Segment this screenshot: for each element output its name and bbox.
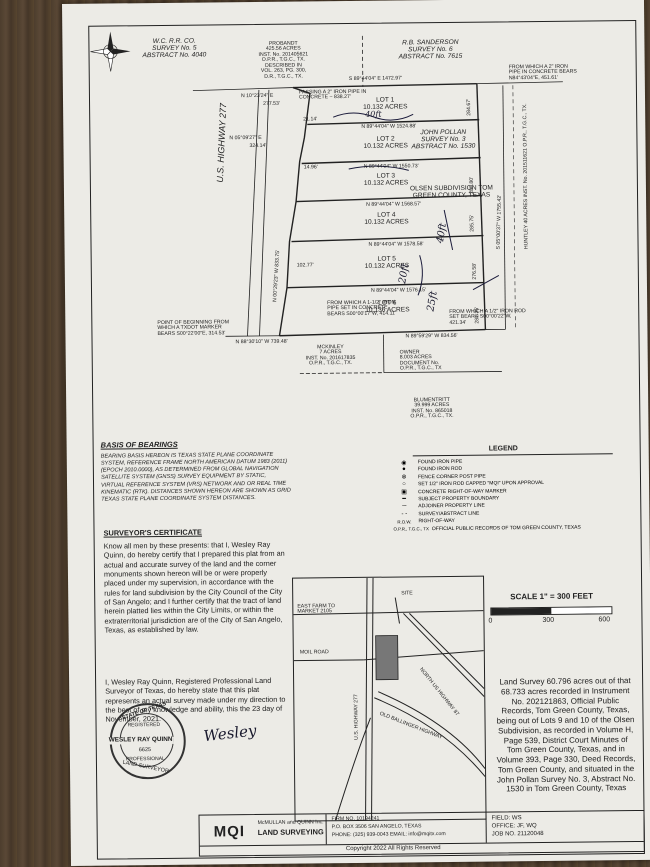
plat-drawing (192, 35, 563, 374)
bearing-l4: N 89°44'04" W 1568.57' (366, 201, 422, 208)
pipe-note-left: FROM WHICH A 1-1/2" IRON PIPE SET IN CON… (327, 299, 396, 318)
bearing-b1-dist: 277.53' (263, 100, 280, 107)
north-arrow-icon (90, 31, 131, 72)
handwriting-1: 40ft (365, 109, 382, 119)
beginning-note: POINT OF BEGINNING FROM WHICH A TXDOT MA… (157, 319, 230, 337)
vicinity-road-fm2105: EAST FARM TO MARKET 2105 (297, 603, 336, 616)
legend-title: LEGEND (488, 445, 518, 453)
bearing-l3: N 89°44'04" W 1550.73' (363, 163, 419, 170)
company-name: LAND SURVEYING (257, 827, 324, 837)
bearing-b2: N 05°09'27" E (229, 134, 262, 142)
office-crew: OFFICE: JF, WQ (491, 823, 537, 830)
vicinity-road-moil: MOIL ROAD (299, 649, 329, 656)
bearing-d1: 21.14' (303, 116, 318, 123)
basis-text: BEARING BASIS HEREON IS TEXAS STATE PLAN… (100, 451, 291, 503)
bearing-l6: N 89°44'04" W 1576.15' (370, 287, 426, 294)
basis-title: BASIS OF BEARINGS (100, 439, 178, 450)
rod-note-right: FROM WHICH A 1/2" IRON ROD SET BEARS S00… (449, 308, 526, 326)
bearing-d2: 14.96' (303, 164, 318, 171)
dist-e4: 276.58' (471, 262, 478, 280)
copyright: Copyright 2022 All Rights Reserved (345, 845, 441, 853)
mqi-logo: MQI (213, 823, 246, 841)
bearing-top: S 89°44'04" E 1472.97' (348, 75, 403, 83)
scale-label: SCALE 1" = 300 FEET (510, 591, 593, 602)
bearing-l5: N 89°44'04" W 1578.58' (368, 241, 424, 248)
vicinity-site: SITE (401, 590, 413, 597)
dist-e1: 284.67' (466, 98, 473, 116)
dist-e3: 285.75' (469, 214, 476, 232)
vicinity-road-hwy277: U.S. HIGHWAY 277 (353, 694, 360, 740)
bearing-d3: 102.77' (296, 262, 314, 269)
seal-registered: REGISTERED (127, 722, 161, 729)
seal-name: WESLEY RAY QUINN (107, 735, 174, 745)
title-block: MQI McMULLAN and QUINN Inc. LAND SURVEYI… (198, 809, 645, 857)
vicinity-map: EAST FARM TO MARKET 2105 MOIL ROAD SITE … (292, 575, 487, 822)
scale-tick-0: 0 (488, 617, 493, 625)
vicinity-map-drawing (293, 577, 486, 821)
bearing-bottom-left: N 88°30'10" W 739.48' (235, 338, 288, 346)
field-crew: FIELD: WS (491, 815, 522, 822)
scale-bar (490, 606, 613, 616)
scale-tick-300: 300 (542, 616, 555, 625)
firm-phone: PHONE: (325) 939-0043 EMAIL: info@mqitx.… (331, 831, 446, 839)
scale-tick-600: 600 (598, 616, 611, 624)
firm-address: P.O. BOX 3506 SAN ANGELO, TEXAS (331, 823, 422, 831)
legend: LEGEND ◉FOUND IRON PIPE ●FOUND IRON ROD … (393, 444, 624, 533)
bearing-b1: N 10°23'24" E (240, 92, 274, 100)
certificate-paragraph-1: Know all men by these presents: that I, … (103, 539, 285, 635)
job-number: JOB NO. 21120048 (491, 831, 544, 838)
survey-description: Land Survey 60.796 acres out of that 68.… (496, 676, 636, 794)
surveyor-seal: STATE OF TEXAS REGISTERED WESLEY RAY QUI… (107, 701, 187, 780)
certificate-title: SURVEYOR'S CERTIFICATE (103, 527, 202, 538)
bearing-b2-dist: 324.14' (249, 142, 267, 150)
seal-number: 6625 (138, 747, 152, 754)
firm-number: FIRM NO. 10194241 (331, 815, 380, 823)
bearing-l2: N 89°44'04" W 1524.88' (361, 123, 417, 130)
bearing-bottom-right: N 89°59'29" W 834.56' (405, 332, 458, 340)
company-small: McMULLAN and QUINN Inc. (257, 819, 324, 826)
